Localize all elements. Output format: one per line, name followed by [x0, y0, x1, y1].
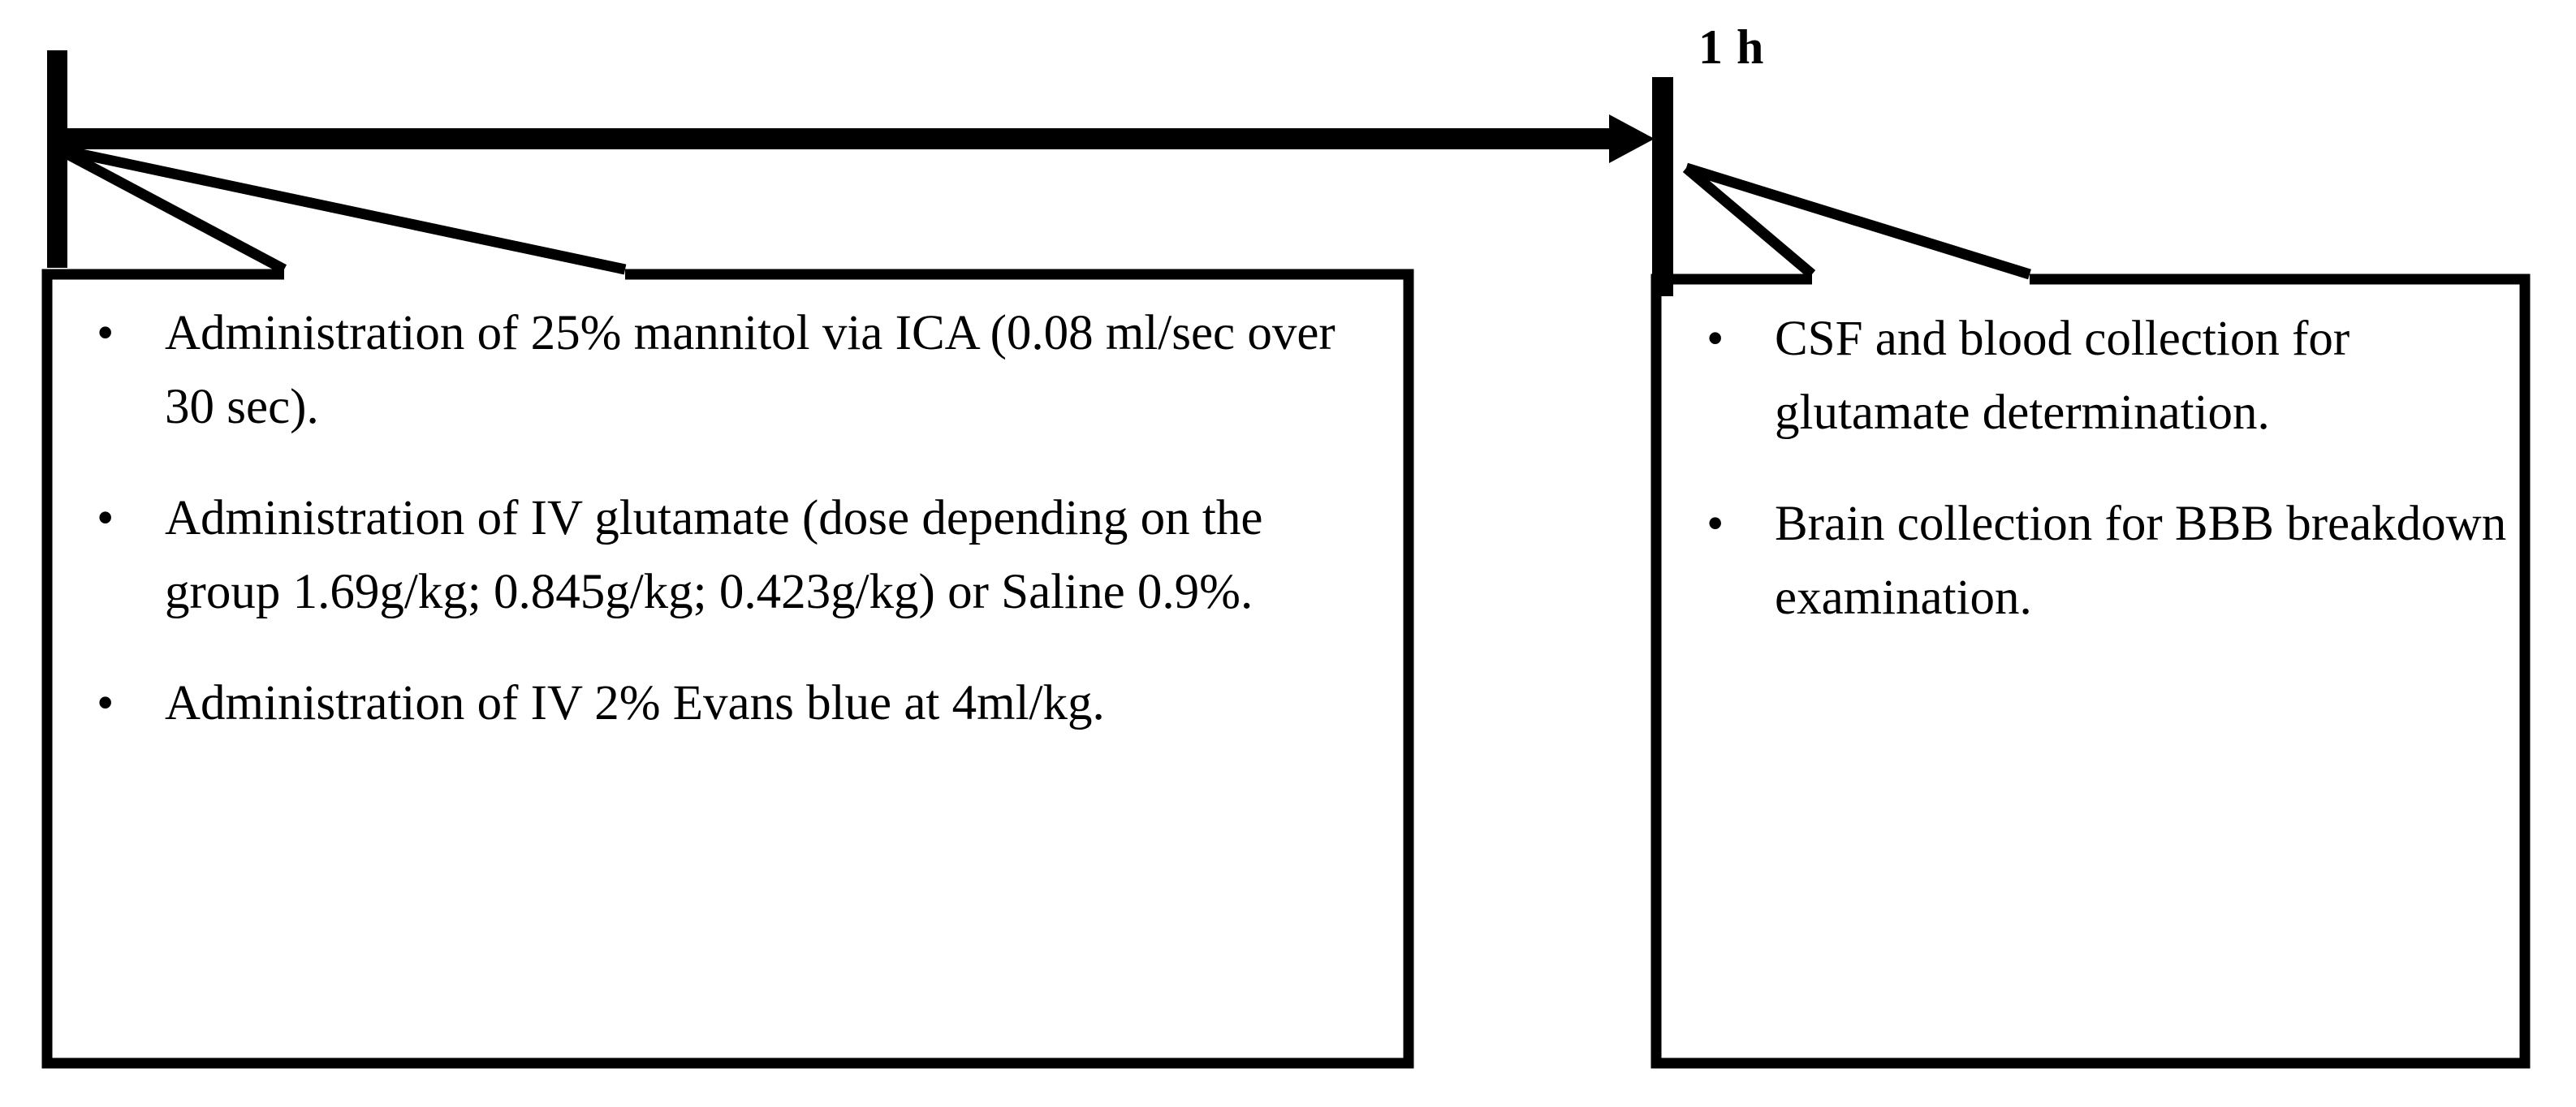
- bullet-icon: •: [97, 491, 114, 545]
- list-item-label: Administration of 25% mannitol via ICA (…: [165, 306, 1335, 434]
- right-callout-tail-far: [1685, 162, 2031, 280]
- list-item: • Administration of 25% mannitol via ICA…: [93, 296, 1360, 444]
- list-item-label: Administration of IV 2% Evans blue at 4m…: [165, 676, 1105, 730]
- timeline-label-1h: 1 h: [1698, 20, 1765, 74]
- list-item: • Administration of IV glutamate (dose d…: [93, 481, 1360, 629]
- timeline-tick-start: [47, 50, 67, 268]
- left-callout-bullet-list: • Administration of 25% mannitol via ICA…: [93, 296, 1360, 740]
- bullet-icon: •: [97, 676, 114, 730]
- list-item-label: CSF and blood collection for glutamate d…: [1775, 312, 2350, 440]
- bullet-icon: •: [1707, 312, 1724, 366]
- bullet-icon: •: [1707, 497, 1724, 551]
- list-item: • Administration of IV 2% Evans blue at …: [93, 666, 1360, 740]
- left-callout-tail-near: [55, 144, 287, 274]
- timeline-tick-end: [1652, 77, 1673, 296]
- left-callout-tail-far: [57, 144, 627, 275]
- list-item-label: Administration of IV glutamate (dose dep…: [165, 491, 1263, 619]
- list-item-label: Brain collection for BBB breakdown exami…: [1775, 497, 2507, 625]
- bullet-icon: •: [97, 306, 114, 360]
- right-callout-bullet-list: • CSF and blood collection for glutamate…: [1703, 302, 2515, 635]
- right-callout-tail-near: [1682, 164, 1816, 278]
- timeline-arrow-head: [1609, 114, 1655, 163]
- list-item: • Brain collection for BBB breakdown exa…: [1703, 487, 2515, 635]
- list-item: • CSF and blood collection for glutamate…: [1703, 302, 2515, 450]
- timeline-arrow-shaft: [57, 128, 1612, 149]
